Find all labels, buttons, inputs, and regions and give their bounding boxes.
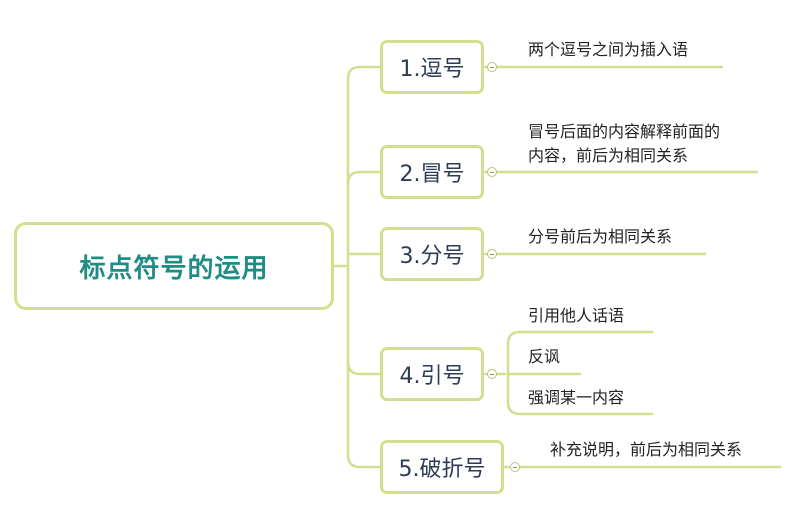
branch-node-5: 5.破折号 — [380, 440, 504, 494]
collapse-toggle-icon[interactable] — [487, 369, 497, 379]
leaf-note: 两个逗号之间为插入语 — [528, 40, 689, 59]
branch-label: 1.逗号 — [399, 57, 465, 82]
collapse-toggle-icon[interactable] — [487, 167, 497, 177]
branch-label: 2.冒号 — [399, 162, 465, 187]
collapse-toggle-icon[interactable] — [487, 62, 497, 72]
leaf-note: 补充说明，前后为相同关系 — [550, 440, 743, 459]
branch-node-2: 2.冒号 — [380, 145, 484, 199]
root-label: 标点符号的运用 — [79, 253, 269, 284]
branch-node-3: 3.分号 — [380, 227, 484, 281]
branch-label: 3.分号 — [399, 244, 465, 269]
branch-node-4: 4.引号 — [380, 347, 484, 401]
leaf-note: 反讽 — [528, 347, 561, 366]
leaf-note: 冒号后面的内容解释前面的 内容，前后为相同关系 — [528, 122, 721, 165]
root-node: 标点符号的运用 — [14, 222, 334, 310]
collapse-toggle-icon[interactable] — [510, 462, 520, 472]
leaf-note: 强调某一内容 — [528, 388, 625, 407]
leaf-note: 引用他人话语 — [528, 306, 625, 325]
branch-label: 4.引号 — [399, 364, 465, 389]
collapse-toggle-icon[interactable] — [487, 249, 497, 259]
branch-label: 5.破折号 — [398, 457, 486, 482]
branch-node-1: 1.逗号 — [380, 40, 484, 94]
leaf-note: 分号前后为相同关系 — [528, 227, 673, 246]
